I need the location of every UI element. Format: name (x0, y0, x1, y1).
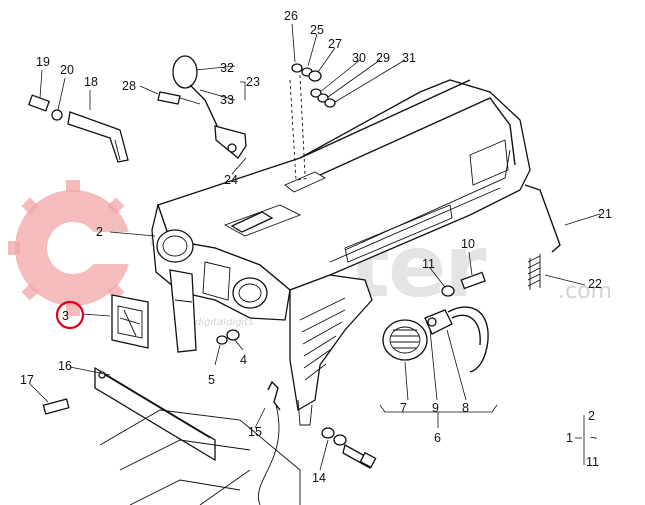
callout-23: 23 (246, 75, 260, 89)
callout-24: 24 (224, 173, 238, 187)
callout-15: 15 (248, 425, 262, 439)
callout-28: 28 (122, 79, 136, 93)
callout-17: 17 (20, 373, 34, 387)
callout-26: 26 (284, 9, 298, 23)
nut-4 (216, 329, 240, 345)
callout-8: 8 (462, 401, 469, 415)
leader-lines (29, 23, 601, 471)
callout-10: 10 (461, 237, 475, 251)
callout-1: 1 (566, 431, 573, 445)
callout-19: 19 (36, 55, 50, 69)
callout-11: 11 (422, 257, 435, 271)
callout-2b: 2 (588, 409, 595, 423)
bolt-10 (441, 271, 486, 297)
callout-31: 31 (402, 51, 416, 65)
callout-16: 16 (58, 359, 72, 373)
callout-7: 7 (400, 401, 407, 415)
callout-11b: 11 (586, 455, 599, 469)
fastener-stack (289, 63, 336, 181)
frame-lower (99, 409, 301, 505)
mirror-assembly (157, 55, 247, 159)
bar-16 (42, 366, 216, 462)
callout-25: 25 (310, 23, 324, 37)
callout-14: 14 (312, 471, 326, 485)
watermark-small-text: digitaldigits (195, 317, 253, 328)
callout-18: 18 (84, 75, 98, 89)
callout-2: 2 (96, 225, 103, 239)
callout-33: 33 (220, 93, 234, 107)
callout-5: 5 (208, 373, 215, 387)
watermark-domain: .com (558, 279, 612, 304)
callout-29: 29 (376, 51, 390, 65)
callout-32: 32 (220, 61, 234, 75)
clip-15 (258, 380, 281, 505)
plate-3 (111, 294, 149, 349)
callout-27: 27 (328, 37, 342, 51)
spring-rod (524, 184, 561, 290)
range-tilde: ~ (590, 431, 597, 445)
callout-3: 3 (62, 309, 69, 323)
callout-21: 21 (598, 207, 612, 221)
bracket-18 (27, 94, 129, 163)
callout-labels: 19 20 18 28 32 23 33 24 26 25 27 30 29 3… (20, 9, 612, 485)
screw-14 (321, 427, 377, 469)
highlight-circle (55, 300, 85, 330)
callout-20: 20 (60, 63, 74, 77)
hood-housing (151, 79, 531, 426)
gear-icon (8, 180, 143, 316)
callout-30: 30 (352, 51, 366, 65)
callout-9: 9 (432, 401, 439, 415)
work-lamp (382, 306, 489, 373)
callout-22: 22 (588, 277, 602, 291)
callout-6: 6 (434, 431, 441, 445)
callout-4: 4 (240, 353, 247, 367)
